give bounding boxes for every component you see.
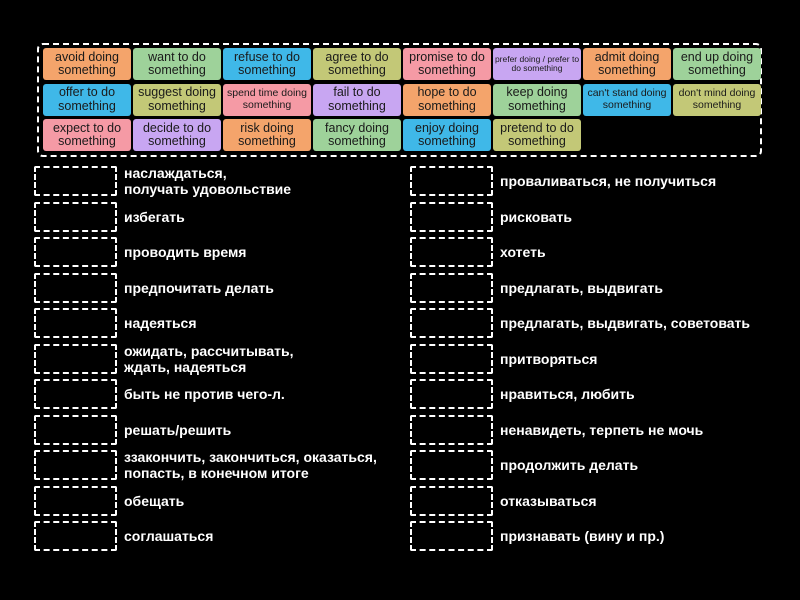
tile-text: keep doing something xyxy=(506,85,568,113)
tile-text: agree to do something xyxy=(325,49,389,77)
translation-label: избегать xyxy=(124,208,185,225)
tile-bank: avoid doing something want to do somethin… xyxy=(37,43,762,157)
drop-slot[interactable] xyxy=(410,414,493,445)
draggable-phrase-tile[interactable]: keep doing something xyxy=(493,83,581,116)
draggable-phrase-tile[interactable]: enjoy doing something xyxy=(403,119,491,151)
tile-text: hope to do something xyxy=(417,85,477,113)
drop-slot[interactable] xyxy=(410,166,493,196)
drop-slot[interactable] xyxy=(34,450,117,480)
draggable-phrase-tile[interactable]: want to do something xyxy=(133,48,221,80)
drop-slot[interactable] xyxy=(410,308,493,338)
translation-label: проваливаться, не получиться xyxy=(500,173,717,189)
tile-text: offer to do something xyxy=(58,85,116,113)
drop-slot[interactable] xyxy=(34,201,117,232)
drop-slot[interactable] xyxy=(34,343,117,374)
draggable-phrase-tile[interactable]: offer to do something xyxy=(43,83,131,116)
translation-label: быть не против чего-л. xyxy=(124,386,285,402)
drop-slot[interactable] xyxy=(34,237,117,267)
drop-slot[interactable] xyxy=(410,450,493,480)
drop-slot[interactable] xyxy=(34,521,117,551)
translation-label: ззакончить, закончиться, оказаться,попас… xyxy=(124,449,377,481)
translation-label: решать/решить xyxy=(124,421,232,438)
draggable-phrase-tile[interactable]: risk doing something xyxy=(223,119,311,151)
drop-slot[interactable] xyxy=(34,308,117,338)
translation-label: отказываться xyxy=(500,492,597,509)
translation-label: обещать xyxy=(124,492,185,509)
drop-slot[interactable] xyxy=(410,237,493,267)
translation-label: ненавидеть, терпеть не мочь xyxy=(500,421,704,438)
drop-slot[interactable] xyxy=(34,379,117,409)
tile-text: suggest doing something xyxy=(138,85,216,113)
draggable-phrase-tile[interactable]: agree to do something xyxy=(313,48,401,80)
translation-label: рисковать xyxy=(500,208,572,225)
draggable-phrase-tile[interactable]: prefer doing / prefer to do something xyxy=(493,48,581,80)
tile-text: refuse to do something xyxy=(233,49,300,77)
translation-label: наслаждаться,получать удовольствие xyxy=(124,165,292,197)
translation-label: предлагать, выдвигать xyxy=(500,279,663,296)
translation-label: нравиться, любить xyxy=(500,386,635,402)
translation-label: хотеть xyxy=(500,244,546,260)
tile-text: fail to do something xyxy=(328,85,386,113)
translation-label: надеяться xyxy=(124,315,197,331)
draggable-phrase-tile[interactable]: promise to do something xyxy=(403,48,491,80)
drop-slot[interactable] xyxy=(410,379,493,409)
translation-label: ожидать, рассчитывать,ждать, надеяться xyxy=(124,342,294,375)
translation-label: продолжить делать xyxy=(500,457,639,473)
drop-slot[interactable] xyxy=(410,343,493,374)
tile-text: prefer doing / prefer to do something xyxy=(494,53,580,73)
draggable-phrase-tile[interactable]: end up doing something xyxy=(673,48,761,80)
draggable-phrase-tile[interactable]: fail to do something xyxy=(313,83,401,116)
tile-text: fancy doing something xyxy=(325,120,389,148)
tile-text: decide to do something xyxy=(142,120,212,148)
translation-label: притворяться xyxy=(500,350,598,367)
tile-text: don't mind doing something xyxy=(678,87,756,111)
draggable-phrase-tile[interactable]: avoid doing something xyxy=(43,48,131,80)
translation-label: проводить время xyxy=(124,244,247,260)
tile-text: want to do something xyxy=(148,49,206,77)
drop-slot[interactable] xyxy=(410,272,493,303)
translation-label: предлагать, выдвигать, советовать xyxy=(500,315,750,331)
draggable-phrase-tile[interactable]: decide to do something xyxy=(133,119,221,151)
drop-slot[interactable] xyxy=(34,272,117,303)
drop-slot[interactable] xyxy=(410,485,493,516)
tile-text: spend time doing something xyxy=(227,87,307,111)
tile-text: enjoy doing something xyxy=(415,120,479,148)
tile-text: avoid doing something xyxy=(55,49,119,77)
tile-text: promise to do something xyxy=(409,49,485,77)
draggable-phrase-tile[interactable]: can't stand doing something xyxy=(583,83,671,116)
drop-slot[interactable] xyxy=(410,201,493,232)
tile-text: pretend to do something xyxy=(500,120,574,148)
tile-text: can't stand doing something xyxy=(587,87,667,111)
drop-slot[interactable] xyxy=(34,485,117,516)
draggable-phrase-tile[interactable]: expect to do something xyxy=(43,119,131,151)
translation-label: предпочитать делать xyxy=(124,279,274,296)
draggable-phrase-tile[interactable]: spend time doing something xyxy=(223,83,311,116)
draggable-phrase-tile[interactable]: hope to do something xyxy=(403,83,491,116)
tile-text: risk doing something xyxy=(238,120,296,148)
drop-slot[interactable] xyxy=(34,414,117,445)
tile-text: end up doing something xyxy=(680,49,754,77)
draggable-phrase-tile[interactable]: refuse to do something xyxy=(223,48,311,80)
translation-label: признавать (вину и пр.) xyxy=(500,528,665,544)
draggable-phrase-tile[interactable]: admit doing something xyxy=(583,48,671,80)
drop-slot[interactable] xyxy=(34,166,117,196)
draggable-phrase-tile[interactable]: pretend to do something xyxy=(493,119,581,151)
tile-text: expect to do something xyxy=(52,120,122,148)
translation-label: соглашаться xyxy=(124,528,214,544)
tile-text: admit doing something xyxy=(594,49,660,77)
draggable-phrase-tile[interactable]: suggest doing something xyxy=(133,83,221,116)
draggable-phrase-tile[interactable]: fancy doing something xyxy=(313,119,401,151)
draggable-phrase-tile[interactable]: don't mind doing something xyxy=(673,83,761,116)
drop-slot[interactable] xyxy=(410,521,493,551)
